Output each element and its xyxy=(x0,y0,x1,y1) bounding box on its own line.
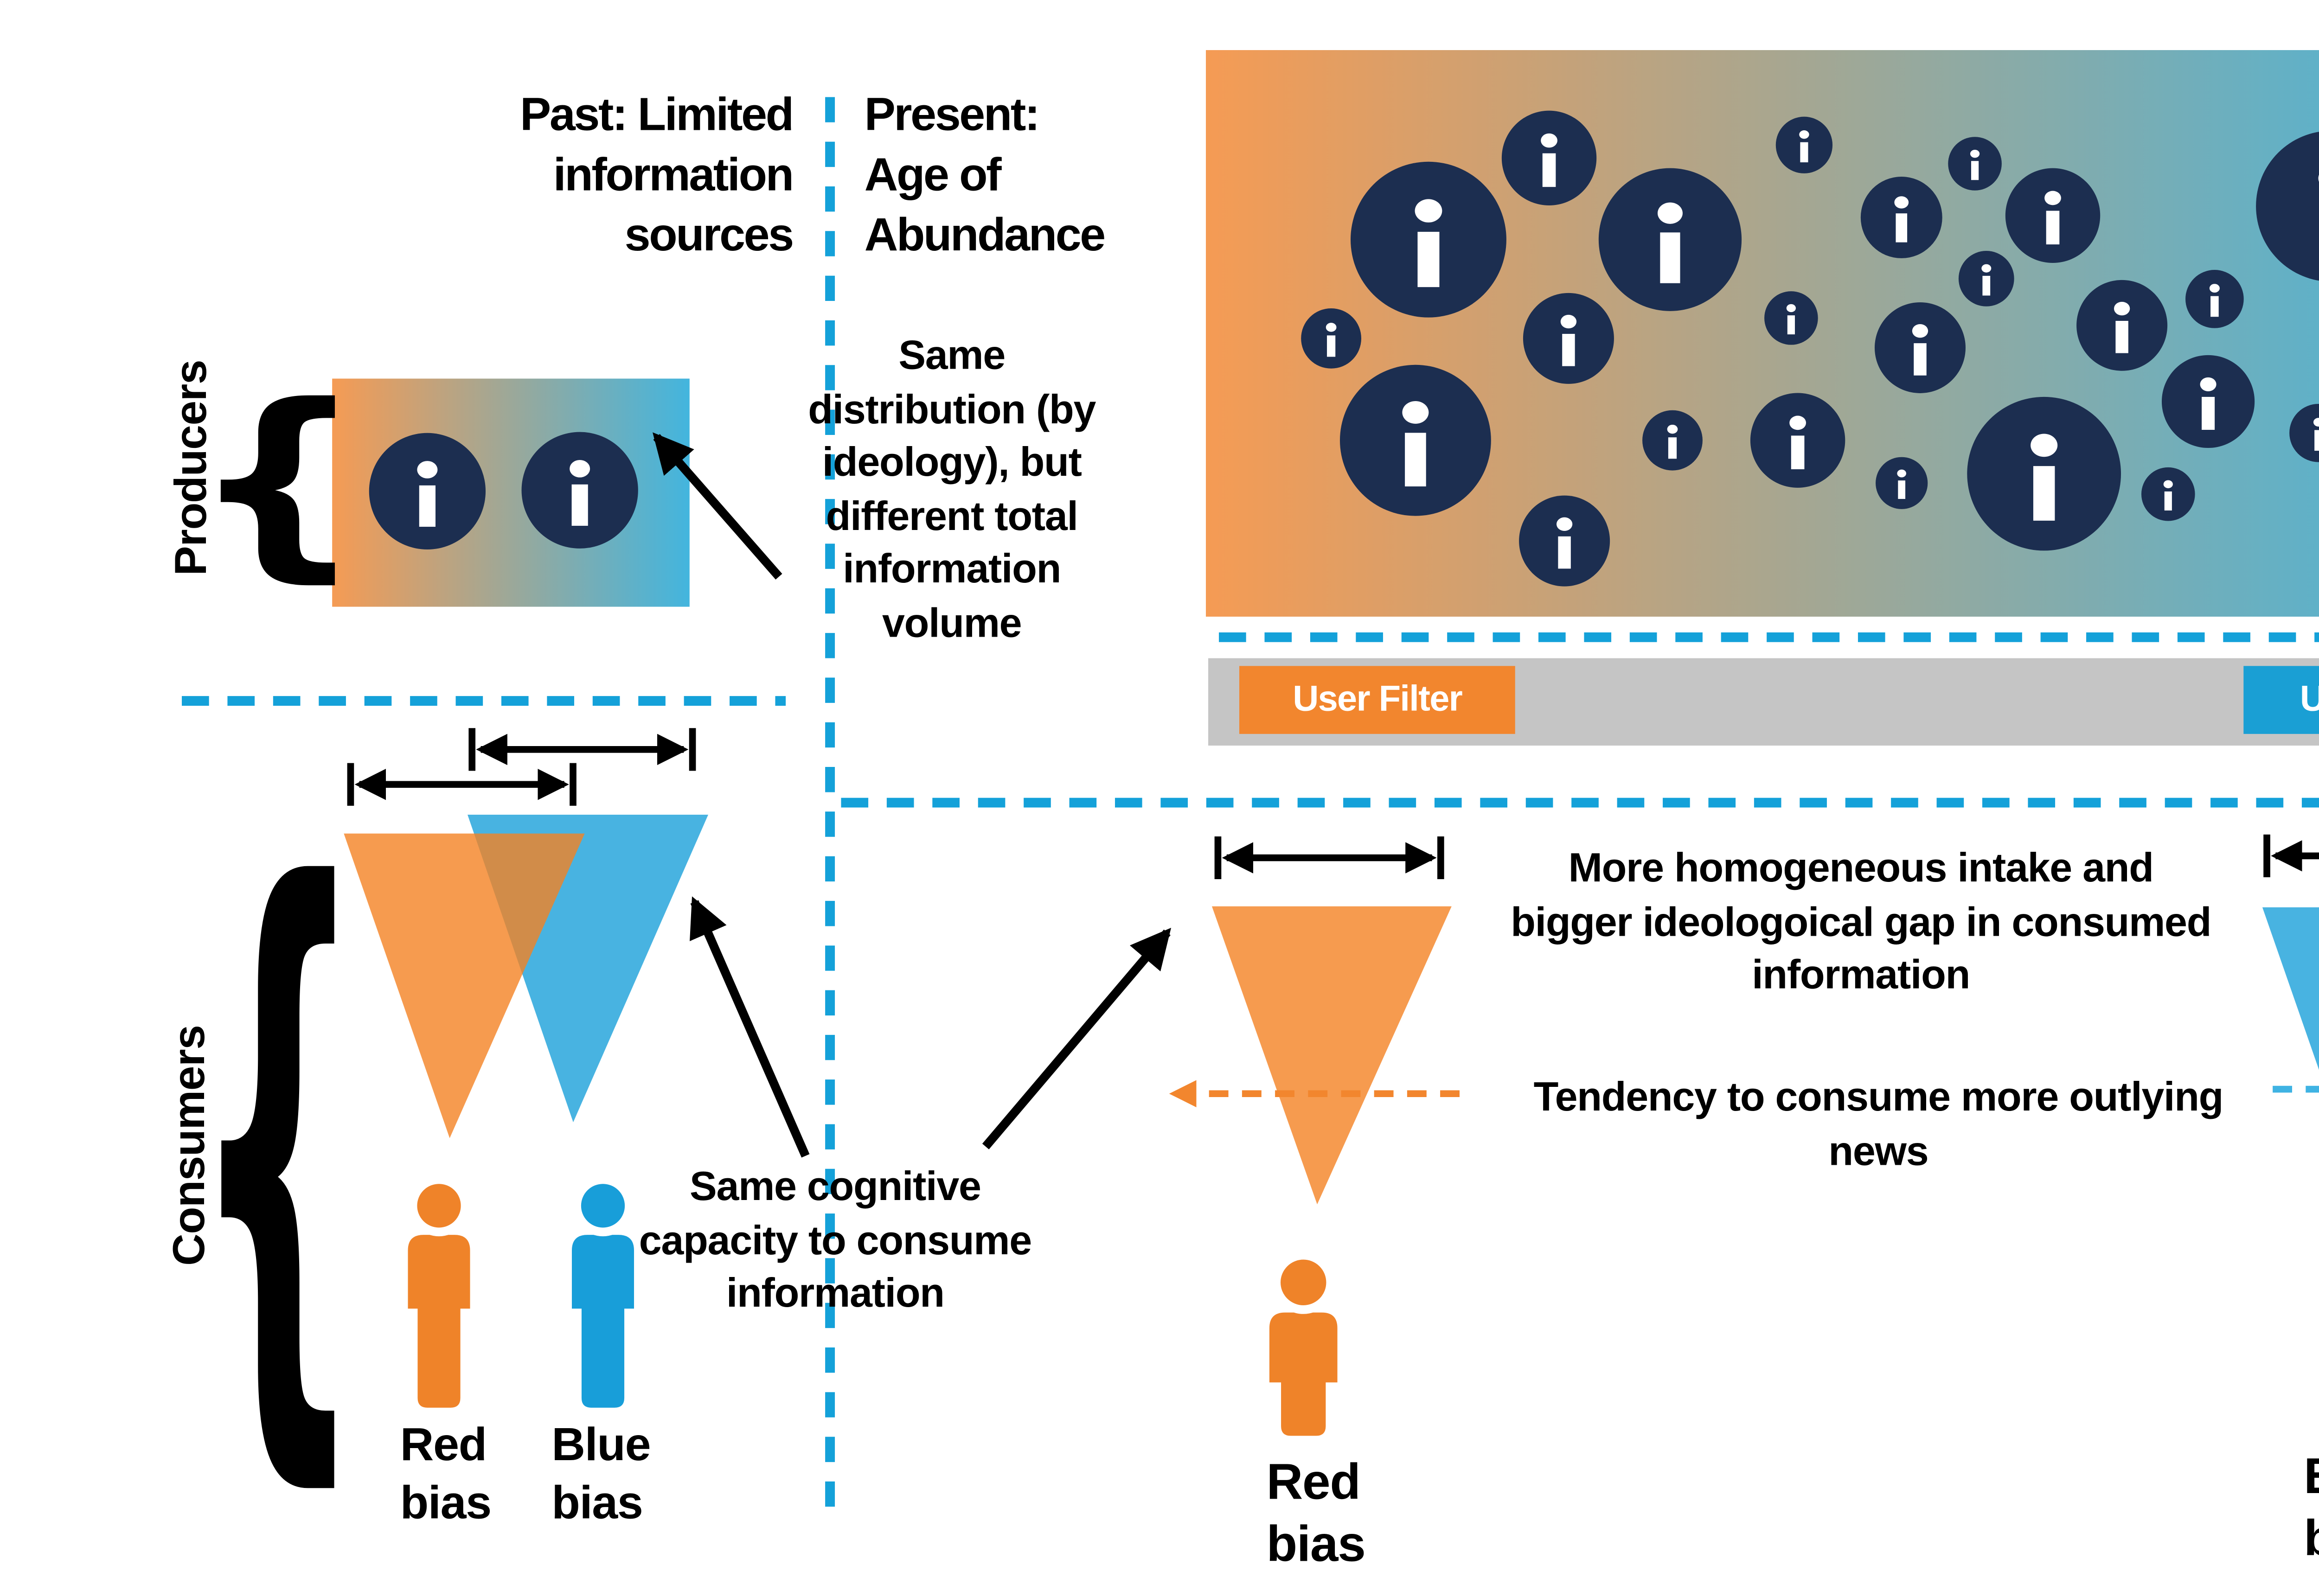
past-distribution-note: Same distribution (by ideology), but dif… xyxy=(808,334,1096,646)
cognitive-note-arrow-left xyxy=(690,896,810,1158)
info-icon xyxy=(1874,302,1966,393)
info-icon xyxy=(1339,364,1491,516)
heading-present: Present: Age of Abundance xyxy=(864,89,1106,262)
user-filter-button-red[interactable]: User Filter xyxy=(1239,666,1515,734)
past-orange-consumption-funnel xyxy=(344,833,585,1138)
info-icon xyxy=(2076,280,2168,371)
past-red-bias-label: Red bias xyxy=(400,1419,492,1530)
info-icon xyxy=(1764,291,1818,345)
past-orange-funnel-width-measure xyxy=(347,763,577,806)
past-producers-label: Producers xyxy=(165,360,216,576)
info-icon xyxy=(1775,116,1833,173)
past-consumers-label: Consumers xyxy=(163,1025,214,1266)
present-info-circles xyxy=(1301,110,2319,587)
past-consumers-brace: { xyxy=(192,756,364,1536)
past-blue-bias-label: Blue bias xyxy=(551,1419,651,1530)
info-icon xyxy=(1958,251,2014,306)
past-red-bias-person-icon xyxy=(408,1175,470,1408)
info-icon xyxy=(1501,110,1597,206)
info-icon xyxy=(1301,308,1362,369)
info-icon xyxy=(1948,137,2002,191)
present-red-bias-person-icon xyxy=(1269,1251,1338,1436)
present-intake-note: More homogeneous intake and bigger ideol… xyxy=(1511,846,2211,998)
present-blue-funnel-width-measure xyxy=(2263,834,2319,877)
info-icon xyxy=(369,433,486,550)
info-icon xyxy=(1598,168,1742,311)
present-blue-bias-label: Blue bias xyxy=(2304,1444,2319,1569)
present-orange-consumption-funnel xyxy=(1211,906,1452,1205)
info-icon xyxy=(1351,161,1506,318)
present-red-bias-label: Red bias xyxy=(1266,1452,1366,1573)
info-icon xyxy=(2185,270,2244,328)
info-icon xyxy=(2005,168,2101,263)
present-tendency-note: Tendency to consume more outlying news xyxy=(1533,1075,2224,1174)
info-icon xyxy=(2289,403,2319,462)
info-icon xyxy=(1860,177,1942,258)
info-icon xyxy=(2141,467,2195,521)
info-icon xyxy=(1750,393,1845,488)
past-cognitive-note: Same cognitive capacity to consume infor… xyxy=(639,1165,1032,1317)
info-icon xyxy=(1967,396,2121,551)
past-blue-funnel-width-measure xyxy=(468,728,696,771)
past-info-circles xyxy=(369,432,638,550)
distribution-note-arrow xyxy=(653,432,782,580)
info-icon xyxy=(1876,457,1928,509)
heading-past: Past: Limited information sources xyxy=(520,89,794,262)
user-filter-label: User Filter xyxy=(1293,678,1463,719)
info-icon xyxy=(2161,355,2255,448)
cognitive-note-arrow-right xyxy=(982,927,1172,1149)
info-icon xyxy=(1523,293,1614,384)
user-filter-label: User Filter xyxy=(2300,678,2319,721)
info-icon xyxy=(1642,410,1703,471)
info-icon xyxy=(521,432,638,549)
past-producers-brace: { xyxy=(190,361,365,600)
user-filter-button-blue[interactable]: User Filter xyxy=(2243,666,2319,734)
info-icon xyxy=(1519,495,1610,587)
past-blue-bias-person-icon xyxy=(571,1175,634,1408)
present-blue-consumption-funnel xyxy=(2262,907,2319,1070)
present-orange-funnel-width-measure xyxy=(1214,836,1444,880)
